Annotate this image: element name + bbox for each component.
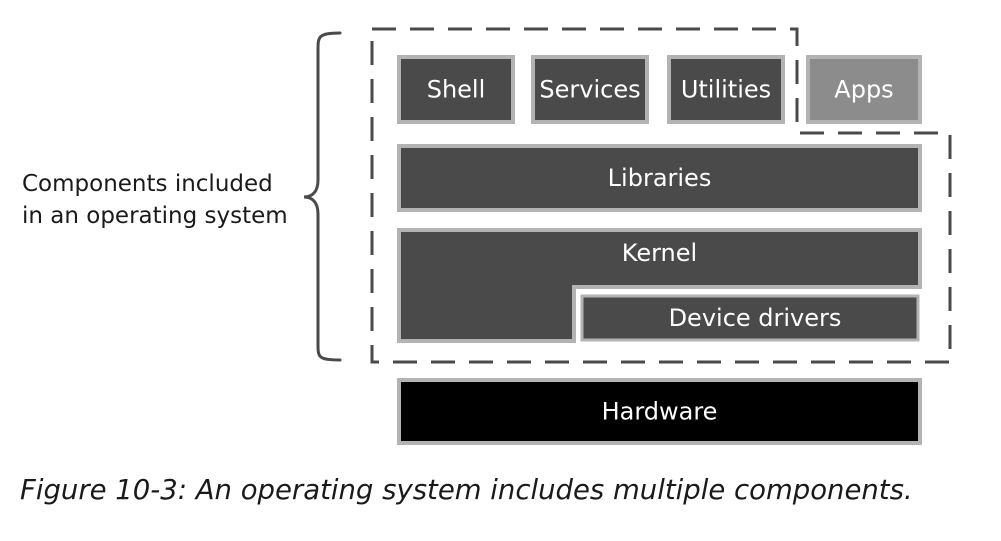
kernel-label: Kernel — [622, 239, 697, 267]
side-label-line-2: in an operating system — [22, 203, 288, 229]
libraries-block: Libraries — [397, 144, 922, 212]
shell-label: Shell — [427, 76, 486, 104]
shell-block: Shell — [397, 55, 515, 124]
libraries-label: Libraries — [608, 164, 712, 192]
curly-brace — [303, 31, 342, 362]
apps-block: Apps — [806, 55, 922, 124]
figure-caption: Figure 10-3: An operating system include… — [20, 474, 913, 506]
device-drivers-label: Device drivers — [669, 304, 842, 332]
hardware-block: Hardware — [397, 378, 922, 445]
apps-label: Apps — [834, 76, 893, 104]
kernel-block: Kernel — [397, 228, 922, 343]
utilities-block: Utilities — [667, 55, 785, 124]
services-label: Services — [539, 76, 640, 104]
utilities-label: Utilities — [681, 76, 771, 104]
os-boundary-dashed-outline — [370, 27, 952, 364]
device-drivers-block: Device drivers — [580, 294, 920, 342]
services-block: Services — [531, 55, 649, 124]
os-components-diagram: Components included in an operating syst… — [22, 27, 952, 445]
hardware-label: Hardware — [602, 398, 718, 426]
side-label-line-1: Components included — [22, 171, 273, 197]
